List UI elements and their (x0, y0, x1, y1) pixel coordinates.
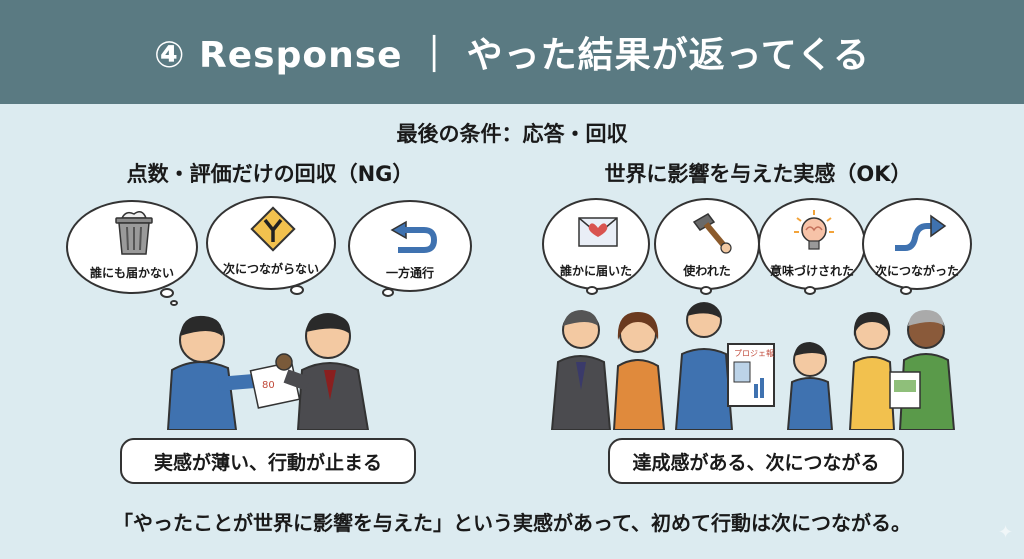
ng-caption: 実感が薄い、行動が止まる (120, 438, 416, 484)
student-figure (166, 315, 267, 430)
left-panel-title: 点数・評価だけの回収（NG） (126, 162, 414, 186)
project-poster: プロジェ報 (727, 343, 775, 407)
bubble-label: 意味づけされた (769, 264, 854, 278)
bubble-tail (382, 288, 394, 297)
child-figure (786, 342, 834, 430)
woman-figure (612, 312, 666, 430)
bubble-label: 一方通行 (385, 266, 434, 280)
sparkle-icon: ✦ (998, 522, 1014, 543)
footer-message: 「やったことが世界に影響を与えた」という実感があって、初めて行動は次につながる。 (113, 511, 911, 535)
bubble-tail (804, 286, 816, 295)
girl-figure (848, 312, 896, 430)
bubble-tail (700, 286, 712, 295)
trash-can-icon (115, 211, 153, 255)
thought-bubble-disconnected: 次につながらない (206, 196, 336, 290)
man-in-suit-figure (550, 310, 612, 430)
bubble-label: 次につながらない (222, 262, 319, 276)
curved-arrow-icon (895, 214, 947, 251)
thought-bubble-meaning: 意味づけされた (758, 198, 866, 290)
header-bar: ④ Response ｜ やった結果が返ってくる (0, 0, 1024, 104)
return-arrow-icon (390, 220, 438, 253)
bubble-tail (170, 300, 178, 306)
older-man-figure (889, 310, 956, 430)
handing-over-document-illustration: 80 (166, 313, 370, 430)
thought-bubble-reached: 誰かに届いた (542, 198, 650, 290)
thought-bubble-used: 使われた (654, 198, 760, 290)
bubble-tail (900, 286, 912, 295)
thought-bubble-unreached: 誰にも届かない (66, 200, 198, 294)
right-panel-title: 世界に影響を与えた実感（OK） (604, 162, 912, 186)
bubble-label: 誰かに届いた (559, 264, 632, 278)
thought-bubble-connected: 次につながった (862, 198, 972, 290)
bubble-tail (160, 288, 174, 298)
score-mark: 80 (262, 380, 275, 391)
bubble-label: 次につながった (874, 264, 959, 278)
lightbulb-brain-icon (794, 210, 834, 250)
hammer-icon (692, 213, 732, 254)
ok-caption: 達成感がある、次につながる (608, 438, 904, 484)
bubble-tail (290, 285, 304, 295)
heart-letter-icon (578, 217, 618, 247)
bubble-label: 使われた (683, 264, 731, 278)
page-title: ④ Response ｜ やった結果が返ってくる (153, 35, 871, 76)
subtitle: 最後の条件：応答・回収 (396, 122, 628, 146)
thought-bubble-one-way: 一方通行 (348, 200, 472, 292)
presenter-figure (674, 302, 734, 430)
poster-label: プロジェ報 (734, 349, 774, 358)
fork-road-sign-icon (250, 206, 296, 252)
bubble-tail (586, 286, 598, 295)
celebrating-group-illustration: プロジェ報 (550, 302, 956, 430)
teacher-figure (275, 313, 370, 430)
bubble-label: 誰にも届かない (89, 266, 174, 280)
